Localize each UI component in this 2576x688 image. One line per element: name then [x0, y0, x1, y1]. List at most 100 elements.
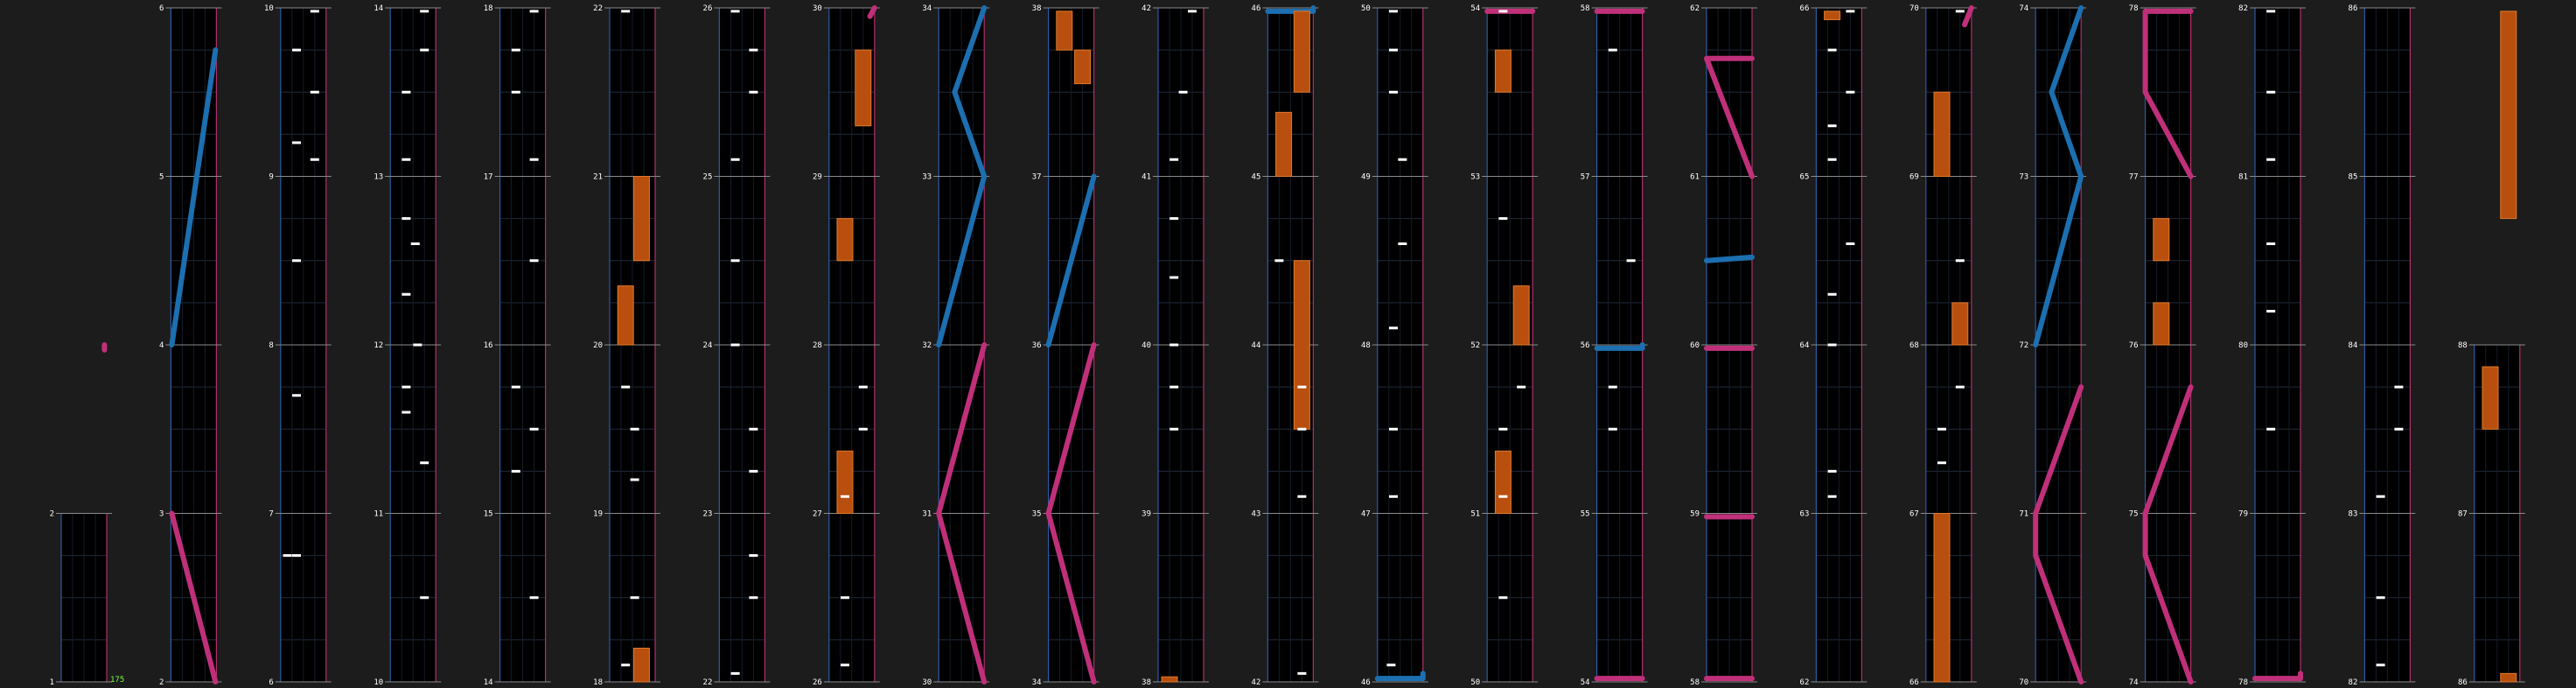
tap-note — [401, 385, 411, 389]
tap-note — [1389, 326, 1398, 330]
measure-number: 18 — [593, 678, 603, 687]
tap-note — [1169, 385, 1179, 389]
tap-note — [529, 259, 539, 263]
tap-note — [420, 461, 429, 465]
slides-layer — [101, 5, 2303, 684]
measure-number: 17 — [484, 173, 493, 182]
measure-number: 74 — [2129, 678, 2139, 687]
hold-note — [1161, 676, 1178, 683]
tap-note — [1169, 217, 1179, 221]
tap-note — [1608, 385, 1617, 389]
measure-number: 67 — [1909, 510, 1919, 519]
tap-note — [1827, 343, 1837, 347]
slide-path-pink — [936, 342, 988, 684]
tap-note — [1955, 385, 1965, 389]
measure-number: 83 — [2349, 510, 2358, 519]
measure-number: 26 — [813, 678, 822, 687]
slide-path-pink — [2142, 8, 2194, 179]
slide-path-blue — [1374, 670, 1426, 682]
measure-number: 24 — [703, 341, 713, 350]
tap-note — [1498, 596, 1508, 600]
hold-note — [836, 218, 854, 262]
measure-number: 6 — [159, 4, 164, 13]
tap-note — [2376, 495, 2385, 498]
tap-note — [529, 10, 539, 13]
hold-note — [1494, 450, 1511, 515]
hold-note — [1933, 513, 1951, 683]
tap-note — [1846, 90, 1855, 94]
tap-note — [2266, 10, 2276, 13]
tap-note — [1398, 158, 1407, 161]
tap-note — [730, 259, 740, 263]
tap-note — [292, 259, 301, 263]
tap-note — [420, 10, 429, 13]
tap-note — [2266, 427, 2276, 431]
measure-number: 22 — [703, 678, 713, 687]
measure-number: 32 — [922, 341, 932, 350]
measure-number: 66 — [1909, 678, 1919, 687]
measure-number: 19 — [593, 510, 603, 519]
measure-number: 36 — [1032, 341, 1042, 350]
tap-note — [749, 596, 758, 600]
tap-note — [841, 663, 849, 667]
notes-layer — [283, 10, 2517, 683]
measure-number: 7 — [269, 510, 273, 519]
measure-number: 29 — [813, 173, 822, 182]
hold-note — [1074, 49, 1092, 85]
measure-number: 86 — [2458, 678, 2468, 687]
tap-note — [1626, 259, 1636, 263]
measure-number: 40 — [1141, 341, 1151, 350]
measure-number: 80 — [2238, 341, 2248, 350]
tap-note — [1498, 10, 1508, 13]
measure-number: 81 — [2238, 173, 2248, 182]
measure-number: 85 — [2349, 173, 2358, 182]
measure-number: 27 — [813, 510, 822, 519]
measure-number: 35 — [1032, 510, 1042, 519]
tap-note — [310, 10, 319, 13]
measure-number: 58 — [1581, 4, 1590, 13]
tap-note — [1498, 427, 1508, 431]
tap-note — [2376, 663, 2385, 667]
tap-note — [1517, 385, 1526, 389]
measure-number: 51 — [1470, 510, 1480, 519]
tap-note — [292, 48, 301, 52]
tap-note — [630, 596, 639, 600]
measure-number: 69 — [1909, 173, 1919, 182]
slide-path-blue — [1265, 5, 1316, 14]
measure-number: 38 — [1032, 4, 1042, 13]
measure-number: 86 — [2349, 4, 2358, 13]
tap-note — [749, 90, 758, 94]
measure-number: 34 — [922, 4, 932, 13]
tap-note — [2266, 310, 2276, 312]
tap-note — [511, 469, 520, 473]
measure-number: 31 — [922, 510, 932, 519]
measure-number: 78 — [2238, 678, 2248, 687]
tap-note — [730, 343, 740, 347]
tap-note — [841, 495, 849, 498]
tap-note — [1386, 663, 1396, 667]
measure-number: 28 — [813, 341, 822, 350]
measure-number: 59 — [1690, 510, 1700, 519]
tap-note — [1937, 427, 1946, 431]
hold-note — [855, 49, 872, 127]
hold-note — [1293, 11, 1310, 93]
tap-note — [621, 10, 631, 13]
hold-note — [2482, 366, 2499, 430]
slide-path-pink — [2252, 670, 2303, 682]
tap-note — [858, 385, 868, 389]
tap-note — [730, 10, 740, 13]
measure-number: 50 — [1470, 678, 1480, 687]
tap-note — [401, 292, 411, 296]
tap-note — [630, 427, 639, 431]
hold-note — [1512, 285, 1530, 346]
tap-note — [1846, 242, 1855, 245]
tap-note — [401, 158, 411, 161]
hold-note — [1056, 11, 1073, 51]
tap-note — [1827, 495, 1837, 498]
tap-note — [749, 469, 758, 473]
measure-number: 15 — [484, 510, 493, 519]
measure-number: 54 — [1470, 4, 1480, 13]
measure-number: 84 — [2349, 341, 2358, 350]
measure-number: 44 — [1252, 341, 1261, 350]
tap-note — [1389, 427, 1398, 431]
